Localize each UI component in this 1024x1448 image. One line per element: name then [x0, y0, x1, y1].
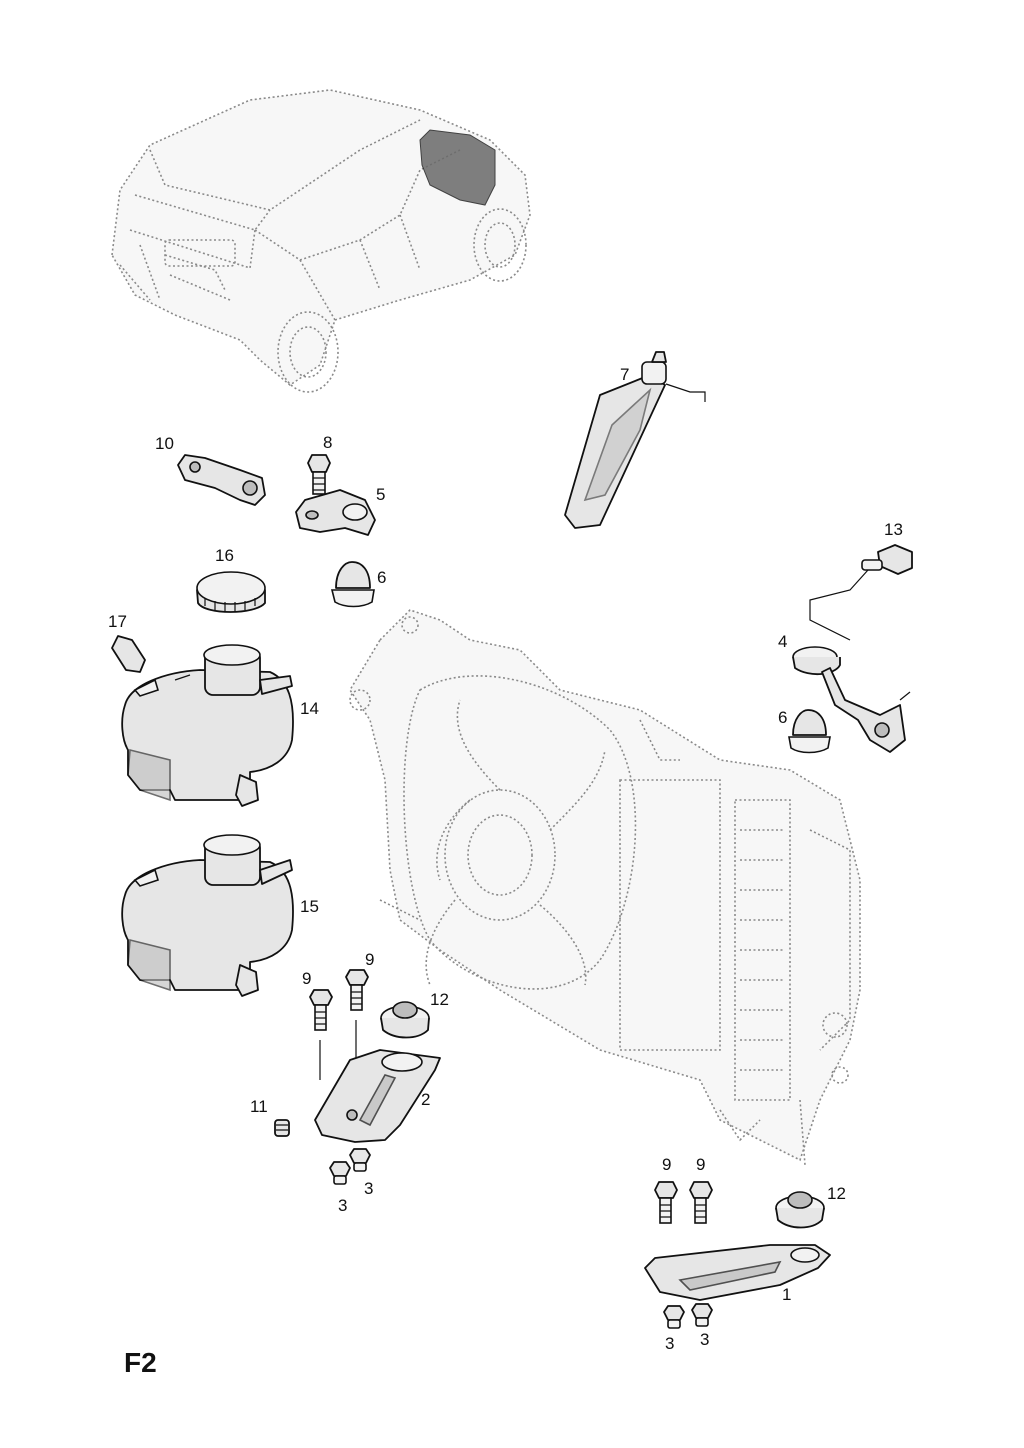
part-9-bolt-a[interactable]: [309, 989, 333, 1080]
engine-bay-highlight: [419, 129, 496, 206]
part-6-grommet-upper[interactable]: [330, 561, 375, 608]
callout-9-b: 9: [365, 950, 374, 969]
callout-14: 14: [300, 699, 319, 718]
part-5-mount[interactable]: [295, 489, 376, 536]
callout-15: 15: [300, 897, 319, 916]
callout-13: 13: [884, 520, 903, 539]
part-16-cap[interactable]: [196, 571, 266, 613]
part-10-bracket[interactable]: [177, 454, 266, 506]
callout-2: 2: [421, 1090, 430, 1109]
callout-1: 1: [782, 1285, 791, 1304]
callout-12-upper: 12: [430, 990, 449, 1009]
callout-17: 17: [108, 612, 127, 631]
part-7-sensor[interactable]: [564, 351, 706, 529]
part-9-bolt-d[interactable]: [689, 1181, 713, 1224]
callout-4: 4: [778, 632, 787, 651]
callout-3-c: 3: [665, 1334, 674, 1353]
part-11-stud[interactable]: [274, 1119, 290, 1137]
callout-7: 7: [620, 365, 629, 384]
part-8-bolt[interactable]: [307, 454, 331, 495]
figure-code: F2: [124, 1347, 157, 1378]
callout-3-d: 3: [700, 1330, 709, 1349]
part-6-grommet-lower[interactable]: [788, 709, 831, 754]
part-3-nut-d[interactable]: [691, 1303, 713, 1327]
part-17-clip[interactable]: [111, 635, 146, 673]
part-3-nut-a[interactable]: [329, 1161, 351, 1185]
radiator-fan-module-outline: [349, 609, 861, 1166]
callout-3-a: 3: [338, 1196, 347, 1215]
callout-9-a: 9: [302, 969, 311, 988]
part-4-bracket[interactable]: [792, 646, 911, 753]
callout-11: 11: [250, 1097, 268, 1116]
callout-9-c: 9: [662, 1155, 671, 1174]
callout-6-upper: 6: [377, 568, 386, 587]
callout-9-d: 9: [696, 1155, 705, 1174]
part-3-nut-b[interactable]: [349, 1148, 371, 1172]
part-1-bracket[interactable]: [644, 1244, 831, 1301]
part-2-bracket[interactable]: [314, 1049, 441, 1143]
callout-5: 5: [376, 485, 385, 504]
part-3-nut-c[interactable]: [663, 1305, 685, 1329]
callout-10: 10: [155, 434, 174, 453]
callout-16: 16: [215, 546, 234, 565]
callout-12-lower: 12: [827, 1184, 846, 1203]
part-9-bolt-b[interactable]: [345, 969, 369, 1110]
vehicle-outline: [111, 89, 531, 393]
part-13-pin[interactable]: [809, 544, 913, 641]
part-14-expansion-tank[interactable]: [121, 644, 294, 807]
part-12-grommet-lower[interactable]: [775, 1191, 825, 1229]
part-9-bolt-c[interactable]: [654, 1181, 678, 1224]
part-15-expansion-tank[interactable]: [121, 834, 294, 997]
callout-8: 8: [323, 433, 332, 452]
part-12-grommet-upper[interactable]: [380, 1001, 430, 1039]
callout-3-b: 3: [364, 1179, 373, 1198]
callout-6-lower: 6: [778, 708, 787, 727]
